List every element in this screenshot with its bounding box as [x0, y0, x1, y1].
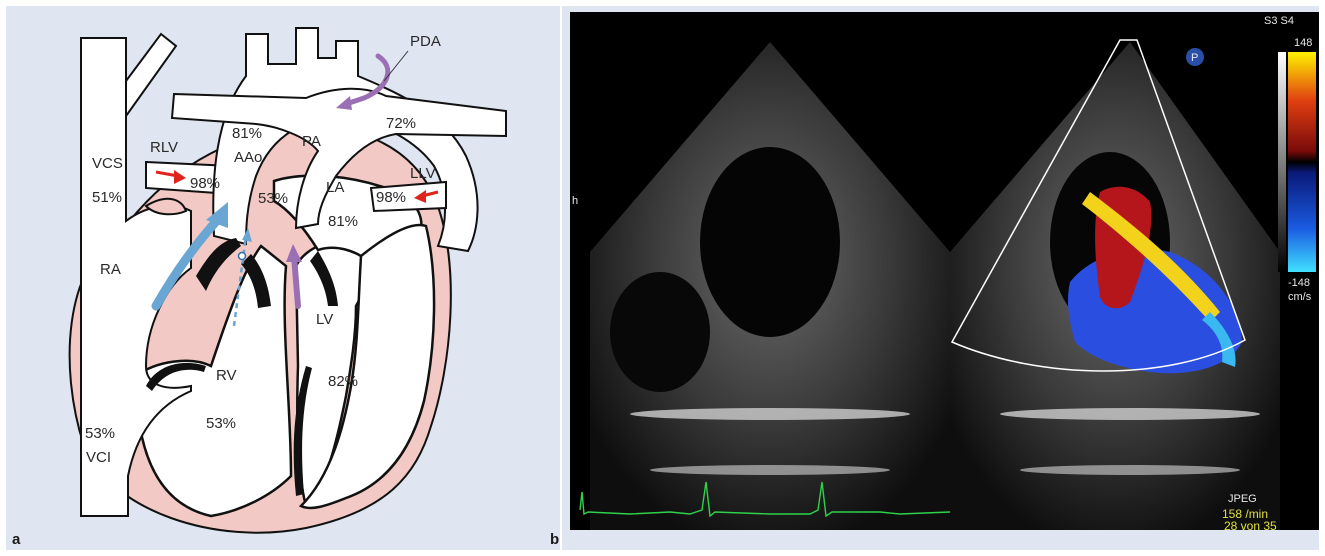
label-rlv-sat: 98%: [190, 175, 220, 192]
echocardiogram-image: P S3 S4 148 -148 cm/s h JPEG 158 /min 28…: [570, 12, 1319, 530]
left-marker: h: [572, 195, 578, 207]
right-bright-band-2: [1020, 465, 1240, 475]
label-aao-sat: 81%: [232, 125, 262, 142]
label-lv: LV: [316, 311, 333, 328]
label-rlv: RLV: [150, 139, 178, 156]
label-pda: PDA: [410, 33, 441, 50]
probe-icon-label: P: [1191, 52, 1198, 64]
label-llv-sat: 98%: [376, 189, 406, 206]
label-la-sat: 81%: [328, 213, 358, 230]
echo-panel: P S3 S4 148 -148 cm/s h JPEG 158 /min 28…: [562, 6, 1319, 550]
left-bright-band: [630, 408, 910, 420]
frame-counter: 28 von 35: [1224, 519, 1277, 530]
label-vci-sat: 53%: [85, 425, 115, 442]
label-rv: RV: [216, 367, 237, 384]
left-dark-chamber-2: [610, 272, 710, 392]
panel-letter-a: a: [12, 531, 20, 548]
echo-top-right: S3 S4: [1264, 15, 1294, 27]
label-la-valve-sat: 53%: [258, 190, 288, 207]
label-vci: VCI: [86, 449, 111, 466]
panel-letter-b: b: [550, 531, 559, 548]
scale-unit: cm/s: [1288, 291, 1312, 303]
format-label: JPEG: [1228, 493, 1257, 505]
purple-lv-arrow: [294, 256, 298, 306]
label-pa-sat: 72%: [386, 115, 416, 132]
doppler-scale-bar: [1288, 52, 1316, 272]
heart-diagram: PDA PA 72% 81% AAo RLV 98% VCS 51% 53% L…: [6, 6, 560, 550]
label-la: LA: [326, 179, 344, 196]
right-bright-band: [1000, 408, 1260, 420]
scale-top-value: 148: [1294, 37, 1312, 49]
label-pa: PA: [302, 133, 321, 150]
foramen-circle: [239, 253, 246, 260]
label-vcs-sat: 51%: [92, 189, 122, 206]
label-aao: AAo: [234, 149, 262, 166]
gray-scale-bar: [1278, 52, 1286, 272]
scale-bottom-value: -148: [1288, 277, 1310, 289]
vcs-branch: [126, 34, 176, 116]
heart-diagram-panel: PDA PA 72% 81% AAo RLV 98% VCS 51% 53% L…: [6, 6, 560, 550]
label-rv-sat: 53%: [206, 415, 236, 432]
label-llv: LLV: [410, 165, 436, 182]
left-bright-band-2: [650, 465, 890, 475]
label-lv-sat: 82%: [328, 373, 358, 390]
label-ra: RA: [100, 261, 121, 278]
left-dark-chamber-1: [700, 147, 840, 337]
label-vcs: VCS: [92, 155, 123, 172]
